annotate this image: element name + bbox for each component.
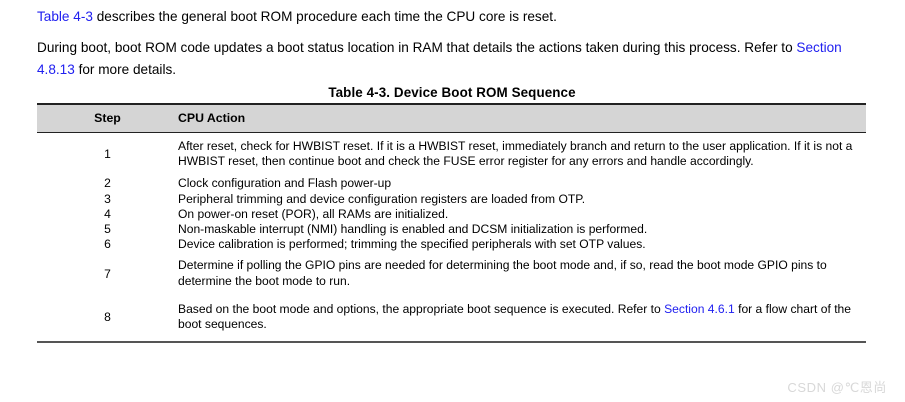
cell-cpu-action-step-7-text-0: Determine if polling the GPIO pins are n… bbox=[178, 258, 827, 288]
paragraph-2: During boot, boot ROM code updates a boo… bbox=[37, 37, 867, 81]
cell-cpu-action-step-8-link-1[interactable]: Section 4.6.1 bbox=[664, 301, 735, 316]
paragraph-1-link-0[interactable]: Table 4-3 bbox=[37, 9, 93, 24]
cell-cpu-action-step-8-text-2: for a flow chart of the boot sequences. bbox=[178, 301, 852, 332]
cell-cpu-action: Peripheral trimming and device configura… bbox=[178, 192, 866, 207]
table-title: Table 4-3. Device Boot ROM Sequence bbox=[328, 85, 576, 100]
cell-cpu-action-step-8-text-0: Based on the boot mode and options, the … bbox=[178, 301, 665, 316]
table-row: 4 On power-on reset (POR), all RAMs are i… bbox=[37, 207, 866, 222]
table-row: 3 Peripheral trimming and device configur… bbox=[37, 192, 866, 207]
cell-cpu-action-step-4-text-0: On power-on reset (POR), all RAMs are in… bbox=[178, 206, 449, 221]
table-bottom-rule bbox=[37, 341, 866, 344]
cell-cpu-action-step-6-text-0: Device calibration is performed; trimmin… bbox=[178, 237, 646, 252]
cell-cpu-action-step-3-text-0: Peripheral trimming and device configura… bbox=[178, 191, 586, 206]
cell-step: 5 bbox=[104, 222, 111, 237]
cell-cpu-action: Clock configuration and Flash power-up bbox=[178, 176, 866, 191]
csdn-watermark: CSDN @℃恩尚 bbox=[787, 380, 887, 395]
cell-step: 1 bbox=[104, 147, 111, 162]
cell-step: 6 bbox=[104, 237, 111, 252]
table-row: 8 Based on the boot mode and options, the… bbox=[37, 296, 866, 339]
cell-cpu-action: After reset, check for HWBIST reset. If … bbox=[178, 133, 866, 177]
cell-cpu-action-step-5-text-0: Non-maskable interrupt (NMI) handling is… bbox=[178, 222, 648, 237]
paragraph-1: Table 4-3 describes the general boot ROM… bbox=[37, 6, 867, 28]
cell-cpu-action: Non-maskable interrupt (NMI) handling is… bbox=[178, 222, 866, 237]
cell-cpu-action: Device calibration is performed; trimmin… bbox=[178, 237, 866, 252]
table-row: 5 Non-maskable interrupt (NMI) handling i… bbox=[37, 222, 866, 237]
paragraph-2-text-0: During boot, boot ROM code updates a boo… bbox=[37, 40, 797, 55]
table-row: 6 Device calibration is performed; trimmi… bbox=[37, 237, 866, 252]
intro-paragraphs: Table 4-3 describes the general boot ROM… bbox=[37, 6, 867, 90]
boot-rom-sequence-table: Step CPU Action 1 After reset, check for … bbox=[37, 103, 866, 344]
cell-cpu-action-step-1-text-0: After reset, check for HWBIST reset. If … bbox=[178, 139, 853, 169]
cell-step: 8 bbox=[104, 309, 111, 324]
column-header-cpu-action: CPU Action bbox=[178, 103, 866, 133]
paragraph-1-text-1: describes the general boot ROM procedure… bbox=[92, 9, 557, 24]
cell-step: 4 bbox=[104, 206, 111, 221]
cell-cpu-action-step-2-text-0: Clock configuration and Flash power-up bbox=[178, 176, 392, 191]
cell-step: 2 bbox=[104, 176, 111, 191]
table-row: 7 Determine if polling the GPIO pins are … bbox=[37, 252, 866, 295]
table: Step CPU Action 1 After reset, check for … bbox=[37, 103, 866, 339]
cell-cpu-action: Based on the boot mode and options, the … bbox=[178, 296, 866, 339]
paragraph-2-link-1[interactable]: Section 4.8.13 bbox=[37, 40, 842, 77]
cell-cpu-action: On power-on reset (POR), all RAMs are in… bbox=[178, 207, 866, 222]
column-header-step: Step bbox=[37, 103, 178, 133]
table-header: Step CPU Action bbox=[37, 103, 866, 133]
table-row: 1 After reset, check for HWBIST reset. If… bbox=[37, 133, 866, 177]
table-row: 2 Clock configuration and Flash power-up bbox=[37, 176, 866, 191]
cell-step: 7 bbox=[104, 266, 111, 281]
cell-step: 3 bbox=[104, 191, 111, 206]
cell-cpu-action: Determine if polling the GPIO pins are n… bbox=[178, 252, 866, 295]
table-body: 1 After reset, check for HWBIST reset. If… bbox=[37, 133, 866, 340]
table-header-row: Step CPU Action bbox=[37, 103, 866, 133]
paragraph-2-text-2: for more details. bbox=[74, 62, 177, 77]
